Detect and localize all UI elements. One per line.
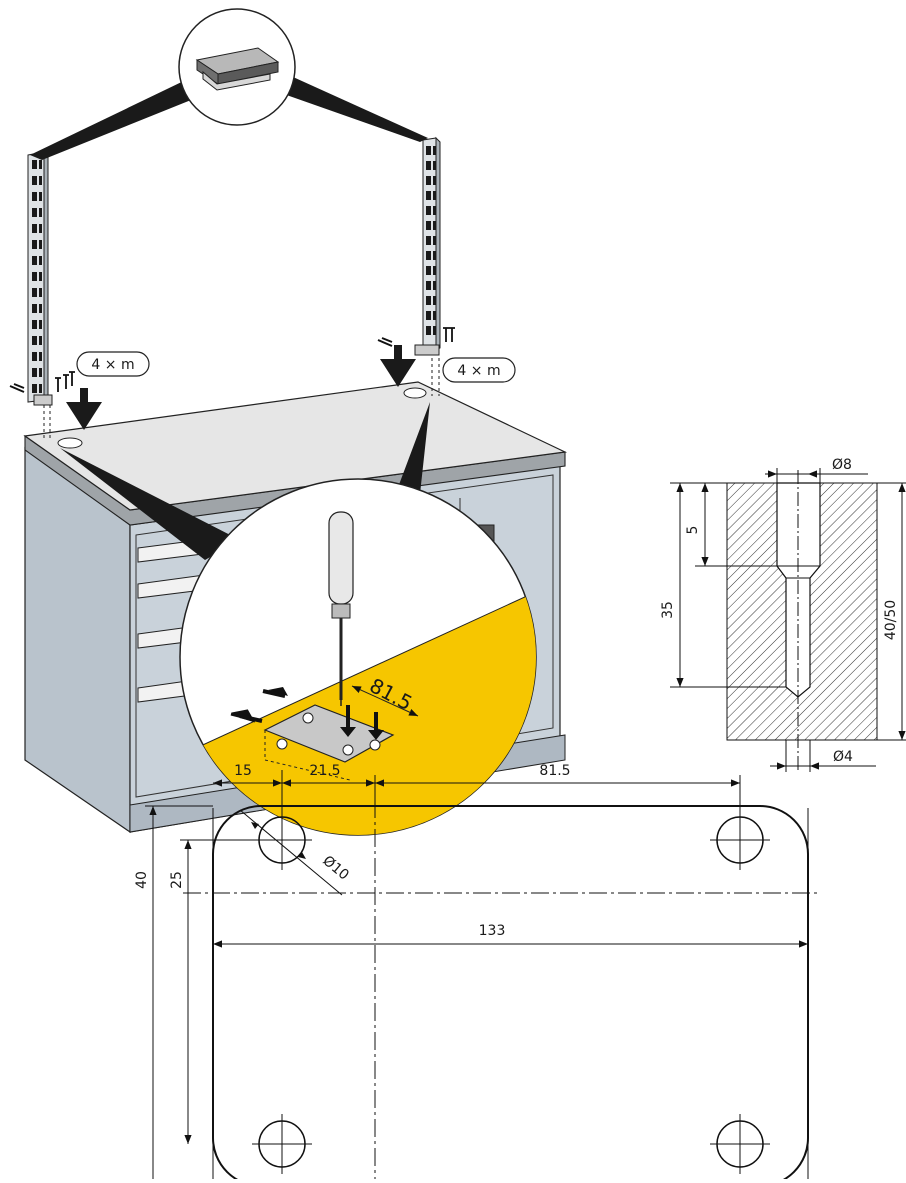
post-slot	[32, 320, 37, 329]
plate-hole-top-right	[710, 810, 770, 870]
left-upright-post	[27, 150, 53, 406]
post-slot	[433, 251, 436, 260]
post-slot	[433, 236, 436, 245]
post-slot	[433, 266, 436, 275]
post-slot	[32, 160, 37, 169]
end-cap-icon	[195, 47, 280, 91]
dim-15-label: 15	[234, 763, 252, 779]
post-slot	[426, 281, 431, 290]
dim-81-5-label: 81.5	[539, 763, 570, 779]
drill-section-drawing: Ø8 Ø4 5 35 40/50	[660, 457, 906, 772]
post-slot	[32, 272, 37, 281]
post-slot	[39, 192, 42, 201]
post-slot	[32, 256, 37, 265]
mounting-detail-callout: 81.5	[60, 402, 537, 836]
post-slot	[39, 256, 42, 265]
post-slot	[433, 281, 436, 290]
plate-hole-bottom-left	[252, 1114, 312, 1174]
post-slot	[32, 208, 37, 217]
dia-bottom-label: Ø4	[833, 749, 853, 765]
post-slot	[426, 146, 431, 155]
insert-arrow-left-icon	[66, 388, 102, 430]
worktop-surface	[23, 381, 568, 511]
post-slot	[433, 161, 436, 170]
quantity-label-left: 4 × m	[76, 351, 150, 377]
post-slot	[426, 161, 431, 170]
post-slot	[39, 368, 42, 377]
post-slot	[32, 176, 37, 185]
plate-hole-bottom-right	[710, 1114, 770, 1174]
post-slot	[433, 311, 436, 320]
post-slot	[433, 146, 436, 155]
post-slot	[32, 336, 37, 345]
post-slot	[39, 240, 42, 249]
post-slot	[39, 384, 42, 393]
dia-top-label: Ø8	[832, 457, 852, 473]
quantity-label-right: 4 × m	[442, 357, 516, 383]
post-slot	[39, 336, 42, 345]
post-slot	[426, 266, 431, 275]
post-slot	[433, 326, 436, 335]
post-slot	[39, 224, 42, 233]
post-slot	[433, 206, 436, 215]
post-slot	[39, 320, 42, 329]
insert-arrow-right-icon	[380, 345, 416, 387]
post-slot	[433, 191, 436, 200]
post-slot	[39, 304, 42, 313]
post-slot	[39, 272, 42, 281]
board-thickness-label: 40/50	[883, 600, 899, 640]
right-upright-post	[414, 136, 441, 356]
dim-21-5-label: 21.5	[309, 763, 340, 779]
post-slot	[32, 224, 37, 233]
end-cap-callout	[30, 8, 428, 160]
post-slot	[426, 251, 431, 260]
post-slot	[39, 160, 42, 169]
post-slot	[32, 352, 37, 361]
quantity-text-right: 4 × m	[457, 363, 500, 379]
post-slot	[32, 288, 37, 297]
post-slot	[426, 311, 431, 320]
post-slot	[426, 191, 431, 200]
plate-hole-top-left	[252, 810, 312, 870]
post-slot	[32, 192, 37, 201]
post-slot	[426, 206, 431, 215]
post-slot	[32, 304, 37, 313]
hole-spacing-label: 25	[169, 871, 185, 889]
post-slot	[39, 288, 42, 297]
hole-diameter-label: Ø10	[319, 853, 351, 884]
screwdriver-icon	[328, 511, 354, 706]
screws-left-icon	[9, 371, 75, 393]
post-slot	[433, 221, 436, 230]
post-slot	[426, 236, 431, 245]
post-slot	[32, 384, 37, 393]
screws-right-icon	[377, 327, 455, 347]
post-slot	[433, 176, 436, 185]
mounting-plate-icon	[263, 704, 395, 781]
post-slot	[426, 296, 431, 305]
post-slot	[426, 326, 431, 335]
post-slot	[39, 176, 42, 185]
hole-depth-label: 35	[660, 601, 676, 619]
post-slot	[426, 176, 431, 185]
post-slot	[433, 296, 436, 305]
post-slot	[32, 368, 37, 377]
post-slot	[39, 352, 42, 361]
post-slot	[426, 221, 431, 230]
quantity-text-left: 4 × m	[91, 357, 134, 373]
post-slot	[32, 240, 37, 249]
mounting-plate-drawing: 133 15 21.5 81.5 40 25 Ø10	[134, 763, 820, 1183]
overall-length-label: 133	[479, 923, 506, 939]
post-slot	[39, 208, 42, 217]
height-40-label: 40	[134, 871, 150, 889]
counterbore-depth-label: 5	[685, 526, 701, 535]
